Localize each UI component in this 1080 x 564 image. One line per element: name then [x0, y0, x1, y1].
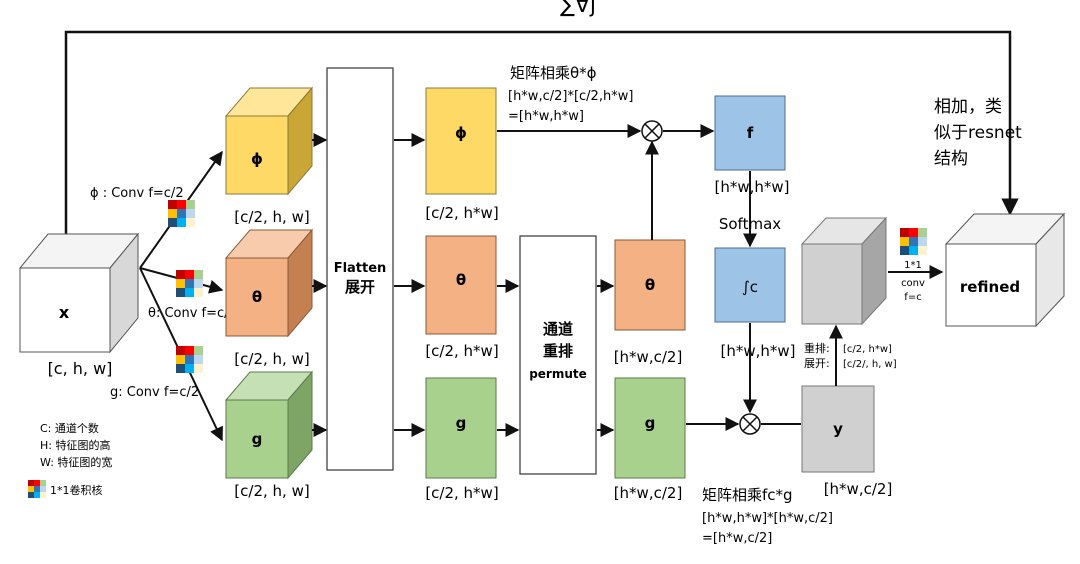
- permute-label-1: 通道: [543, 320, 573, 338]
- legend-w: W: 特征图的宽: [40, 455, 112, 469]
- legend-c: C: 通道个数: [40, 421, 99, 435]
- flatten-label-en: Flatten: [334, 261, 387, 276]
- g-flat-dims: [c/2, h*w]: [425, 484, 498, 502]
- phi-conv-label: ϕ: [251, 150, 263, 168]
- f-dims: [h*w,h*w]: [714, 178, 789, 196]
- input-label: x: [59, 303, 70, 322]
- reshaped-y-cube: [800, 216, 888, 326]
- legend-kernel-label: 1*1卷积核: [50, 483, 103, 497]
- phi-flat-box: [425, 87, 497, 195]
- theta-permuted-label: θ: [645, 276, 655, 294]
- theta-flat-box: [425, 235, 497, 335]
- matmul1-line2: [h*w,c/2]*[c/2,h*w]: [508, 89, 633, 104]
- residual-note-2: 似于resnet: [934, 123, 1022, 143]
- g-flat-label: g: [456, 414, 467, 432]
- g-conv-cube: [224, 370, 314, 480]
- g-conv-label: g: [252, 430, 263, 448]
- kernel-icon-phi: [168, 200, 195, 227]
- matmul2-line2: [h*w,h*w]*[h*w,c/2]: [702, 511, 833, 526]
- theta-flat-label: θ: [456, 271, 466, 289]
- theta-permuted-dims: [h*w,c/2]: [614, 348, 683, 366]
- branch-label-g: g: Conv f=c/2: [110, 385, 199, 400]
- theta-conv-label: θ: [252, 288, 262, 306]
- kernel-icon-theta: [176, 270, 203, 297]
- reshape-note-right-2: [c/2/, h, w]: [843, 359, 897, 370]
- matmul2-line3: =[h*w,c/2]: [702, 531, 772, 546]
- reshape-note-left-1: 重排:: [804, 341, 830, 355]
- phi-conv-dims: [c/2, h, w]: [234, 208, 309, 226]
- input-cube: [18, 232, 140, 354]
- matmul1-operator: [641, 120, 663, 142]
- fc-label: ∫c: [742, 278, 758, 296]
- f-label: f: [747, 124, 754, 142]
- reshape-note-left-2: 展开:: [804, 357, 830, 370]
- fc-dims: [h*w,h*w]: [720, 342, 795, 360]
- input-dims: [c, h, w]: [48, 359, 113, 378]
- residual-note-3: 结构: [934, 149, 968, 169]
- flatten-block: [326, 67, 394, 471]
- reshape-note-right-1: [c/2, h*w]: [843, 344, 892, 355]
- softmax-label: Softmax: [719, 215, 781, 233]
- final-conv-line3: f=c: [904, 292, 921, 303]
- fc-box: [714, 247, 786, 323]
- final-conv-line1: 1*1: [904, 260, 922, 271]
- legend-h: H: 特征图的高: [40, 438, 110, 452]
- permute-label-3: permute: [529, 367, 587, 381]
- top-formula: ∑∀j: [560, 0, 596, 18]
- f-box: [714, 95, 786, 171]
- theta-conv-cube: [224, 228, 314, 338]
- g-conv-dims: [c/2, h, w]: [234, 482, 309, 500]
- theta-conv-dims: [c/2, h, w]: [234, 350, 309, 368]
- theta-permuted-box: [614, 239, 686, 331]
- matmul2-operator: [739, 413, 761, 435]
- residual-connection: [64, 30, 1019, 248]
- refined-label: refined: [960, 278, 1020, 296]
- matmul2-title: 矩阵相乘fc*g: [702, 486, 793, 504]
- phi-conv-cube: [224, 86, 314, 196]
- branch-label-theta: θ: Conv f=c/2: [148, 306, 237, 321]
- matmul1-title: 矩阵相乘θ*ϕ: [510, 64, 597, 82]
- legend-kernel-icon: [28, 480, 46, 498]
- g-flat-box: [425, 377, 497, 479]
- phi-flat-dims: [c/2, h*w]: [425, 204, 498, 222]
- g-permuted-box: [614, 377, 686, 479]
- matmul1-line3: =[h*w,h*w]: [508, 109, 584, 124]
- flatten-label-zh: 展开: [345, 278, 375, 296]
- g-permuted-label: g: [645, 414, 656, 432]
- kernel-icon-g: [176, 346, 203, 373]
- theta-flat-dims: [c/2, h*w]: [425, 342, 498, 360]
- final-conv-line2: conv: [901, 278, 925, 289]
- branch-label-phi: ϕ : Conv f=c/2: [90, 186, 184, 201]
- kernel-icon-final: [900, 228, 927, 255]
- y-dims: [h*w,c/2]: [824, 480, 893, 498]
- phi-flat-label: ϕ: [455, 124, 467, 142]
- g-permuted-dims: [h*w,c/2]: [614, 484, 683, 502]
- y-box: [801, 385, 875, 473]
- refined-cube: [944, 212, 1066, 328]
- permute-block: [519, 235, 597, 475]
- permute-label-2: 重排: [543, 342, 573, 360]
- residual-note-1: 相加，类: [934, 97, 1002, 117]
- y-label: y: [833, 420, 843, 438]
